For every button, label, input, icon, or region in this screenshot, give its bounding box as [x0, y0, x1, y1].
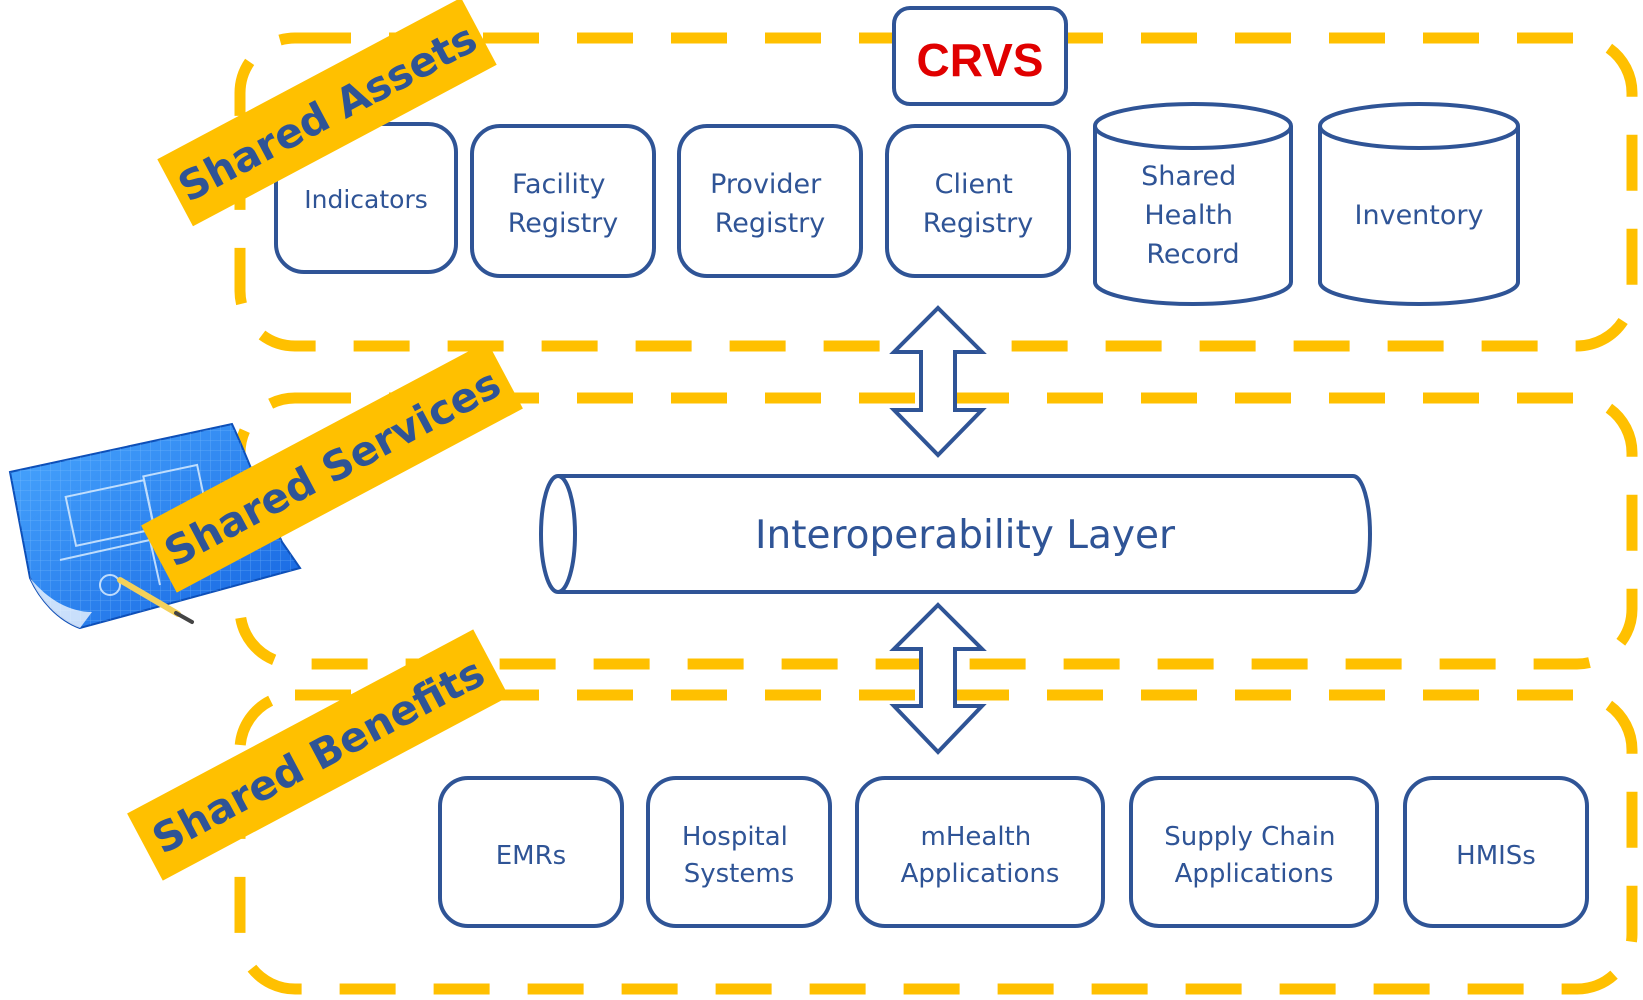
shared-benefits-layer — [234, 689, 1638, 995]
asset-label: Indicators — [304, 185, 428, 214]
benefit-supply-chain-applications: Supply Chain Applications — [1129, 776, 1379, 928]
benefit-label: Supply Chain Applications — [1164, 822, 1343, 889]
double-arrow-upper — [889, 305, 987, 458]
benefit-hospital-systems: Hospital Systems — [646, 776, 832, 928]
benefit-label: Hospital Systems — [682, 822, 796, 889]
benefits-items: EMRs Hospital Systems mHealth Applicatio… — [438, 776, 1589, 928]
assets-items: Indicators Facility Registry Provider Re… — [274, 102, 1520, 306]
asset-shared-health-record: Shared Health Record — [1093, 102, 1293, 306]
asset-label: Provider Registry — [710, 169, 830, 239]
double-arrow-lower — [889, 602, 987, 755]
blueprint-icon — [8, 422, 302, 630]
asset-label: Shared Health Record — [1141, 161, 1245, 270]
pipe-label: Interoperability Layer — [755, 513, 1176, 558]
benefit-label: EMRs — [496, 841, 566, 871]
benefit-emrs: EMRs — [438, 776, 624, 928]
asset-label: Facility Registry — [508, 169, 619, 239]
crvs-box: CRVS — [892, 6, 1068, 106]
asset-label: Inventory — [1355, 200, 1484, 231]
asset-client-registry: Client Registry — [885, 124, 1071, 278]
asset-label: Client Registry — [923, 169, 1034, 239]
benefit-hmiss: HMISs — [1403, 776, 1589, 928]
crvs-label: CRVS — [917, 34, 1044, 86]
asset-provider-registry: Provider Registry — [677, 124, 863, 278]
asset-facility-registry: Facility Registry — [470, 124, 656, 278]
benefit-mhealth-applications: mHealth Applications — [855, 776, 1105, 928]
interoperability-layer-pipe: Interoperability Layer — [539, 474, 1372, 594]
asset-inventory: Inventory — [1318, 102, 1520, 306]
pencil-icon — [117, 577, 194, 624]
benefit-label: HMISs — [1456, 841, 1536, 871]
benefit-label: mHealth Applications — [901, 822, 1060, 889]
